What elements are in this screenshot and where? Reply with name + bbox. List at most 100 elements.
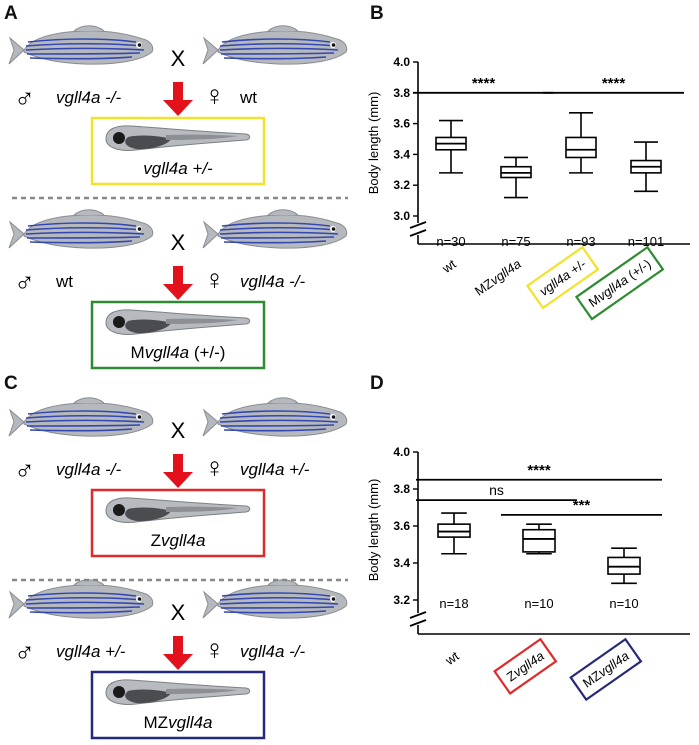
arrow-shaft-3 bbox=[173, 636, 183, 656]
category-label-B-0-part-2: wt bbox=[439, 256, 459, 277]
y-axis-label-B: Body length (mm) bbox=[366, 92, 381, 195]
cross-2: X ♂ vgll4a -/- ♀ vgll4a +/- Zvgll4a bbox=[8, 396, 348, 558]
male-fish-1 bbox=[8, 208, 154, 249]
panel-label-b: B bbox=[370, 3, 384, 24]
offspring-label-1-part-1: vgll4a bbox=[145, 343, 189, 362]
male-symbol-3: ♂ bbox=[14, 636, 35, 667]
n-label-D-2: n=10 bbox=[609, 596, 638, 611]
offspring-label-0: vgll4a +/- bbox=[143, 159, 213, 178]
y-tick-label-D-1: 3.4 bbox=[393, 556, 410, 570]
panel-label-d: D bbox=[370, 373, 384, 394]
offspring-label-1: Mvgll4a (+/-) bbox=[131, 343, 226, 362]
female-genotype-2: vgll4a +/- bbox=[240, 460, 310, 479]
male-symbol-0: ♂ bbox=[14, 82, 35, 113]
axis-break-1-D bbox=[409, 611, 427, 619]
panel-label-a: A bbox=[4, 3, 18, 24]
female-fish-1 bbox=[202, 208, 348, 249]
female-symbol-1: ♀ bbox=[204, 264, 225, 295]
female-fish-0 bbox=[202, 24, 348, 65]
box-B-3 bbox=[630, 141, 662, 193]
category-label-B-1: MZvgll4a bbox=[472, 256, 524, 299]
female-symbol-0: ♀ bbox=[204, 80, 225, 111]
category-label-D-1: Zvgll4a bbox=[504, 648, 547, 684]
arrow-head-3 bbox=[163, 654, 193, 670]
y-tick-label-B-0: 3.0 bbox=[393, 209, 410, 223]
axis-break-2-B bbox=[409, 229, 427, 237]
offspring-label-3-part-0: MZ bbox=[144, 713, 169, 732]
cross-1: X ♂ wt ♀ vgll4a -/- Mvgll4a (+/-) bbox=[8, 208, 348, 370]
female-genotype-1: vgll4a -/- bbox=[240, 272, 306, 291]
arrow-shaft-0 bbox=[173, 82, 183, 102]
box-B-0 bbox=[435, 119, 467, 174]
sig-label-D-0: **** bbox=[527, 462, 551, 479]
cross-symbol-0: X bbox=[171, 46, 186, 71]
category-B-1: MZvgll4a bbox=[472, 256, 524, 299]
category-label-D-2: MZvgll4a bbox=[580, 648, 632, 691]
y-tick-label-B-1: 3.2 bbox=[393, 178, 410, 192]
offspring-label-3-part-1: vgll4a bbox=[168, 713, 212, 732]
offspring-label-0-part-1: vgll4a +/- bbox=[143, 159, 213, 178]
y-tick-label-B-4: 3.8 bbox=[393, 86, 410, 100]
category-label-D-0: wt bbox=[442, 648, 462, 669]
female-genotype-3: vgll4a -/- bbox=[240, 642, 306, 661]
box-D-0 bbox=[437, 512, 471, 555]
male-symbol-2: ♂ bbox=[14, 454, 35, 485]
offspring-label-3: MZvgll4a bbox=[144, 713, 213, 732]
category-label-D-0-part-2: wt bbox=[442, 648, 462, 669]
box-B-1 bbox=[500, 156, 532, 199]
female-fish-3 bbox=[202, 578, 348, 619]
y-tick-label-B-5: 4.0 bbox=[393, 55, 410, 69]
axis-break-2-D bbox=[409, 619, 427, 627]
category-box-D-2 bbox=[569, 637, 643, 702]
box-B-2 bbox=[565, 112, 597, 174]
male-genotype-3: vgll4a +/- bbox=[56, 642, 126, 661]
category-label-B-1-part-1: vgll4a bbox=[487, 256, 523, 288]
cross-symbol-1: X bbox=[171, 230, 186, 255]
sig-label-D-1: ns bbox=[489, 482, 504, 498]
male-fish-2 bbox=[8, 396, 154, 437]
offspring-label-1-part-0: M bbox=[131, 343, 145, 362]
y-tick-label-D-0: 3.2 bbox=[393, 593, 410, 607]
box-body bbox=[607, 556, 641, 575]
male-genotype-2: vgll4a -/- bbox=[56, 460, 122, 479]
cross-3: X♂vgll4a +/-♀vgll4a -/-MZvgll4a bbox=[8, 578, 348, 740]
category-B-0: wt bbox=[439, 256, 459, 277]
n-label-D-1: n=10 bbox=[524, 596, 553, 611]
female-symbol-2: ♀ bbox=[204, 452, 225, 483]
n-label-B-3: n=101 bbox=[628, 234, 665, 249]
offspring-label-2-part-1: vgll4a bbox=[161, 531, 205, 550]
category-box-B-3 bbox=[574, 245, 665, 321]
n-label-B-2: n=93 bbox=[566, 234, 595, 249]
panel-label-c: C bbox=[4, 373, 18, 394]
box-D-2 bbox=[607, 547, 641, 585]
y-tick-label-D-2: 3.6 bbox=[393, 519, 410, 533]
arrow-head-0 bbox=[163, 100, 193, 116]
category-D-1: Zvgll4a bbox=[493, 637, 558, 695]
y-tick-label-D-3: 3.8 bbox=[393, 482, 410, 496]
category-label-B-0: wt bbox=[439, 256, 459, 277]
category-box-D-1 bbox=[493, 637, 558, 695]
category-D-0: wt bbox=[442, 648, 462, 669]
arrow-shaft-1 bbox=[173, 266, 183, 286]
box-D-1 bbox=[522, 523, 556, 555]
cross-symbol-2: X bbox=[171, 418, 186, 443]
sig-label-B-1: **** bbox=[602, 75, 626, 92]
male-symbol-1: ♂ bbox=[14, 266, 35, 297]
female-symbol-3: ♀ bbox=[204, 634, 225, 665]
category-box-B-2 bbox=[525, 245, 600, 310]
box-body bbox=[522, 528, 556, 553]
offspring-label-2: Zvgll4a bbox=[151, 531, 206, 550]
y-tick-label-B-2: 3.4 bbox=[393, 147, 410, 161]
n-label-B-1: n=75 bbox=[501, 234, 530, 249]
category-D-2: MZvgll4a bbox=[569, 637, 643, 702]
box-body bbox=[437, 523, 471, 538]
arrow-shaft-2 bbox=[173, 454, 183, 474]
y-axis-label-D: Body length (mm) bbox=[366, 479, 381, 582]
male-genotype-1: wt bbox=[55, 272, 73, 291]
category-label-D-2-part-1: vgll4a bbox=[595, 648, 631, 680]
sig-label-B-0: **** bbox=[472, 75, 496, 92]
male-genotype-0: vgll4a -/- bbox=[56, 88, 122, 107]
